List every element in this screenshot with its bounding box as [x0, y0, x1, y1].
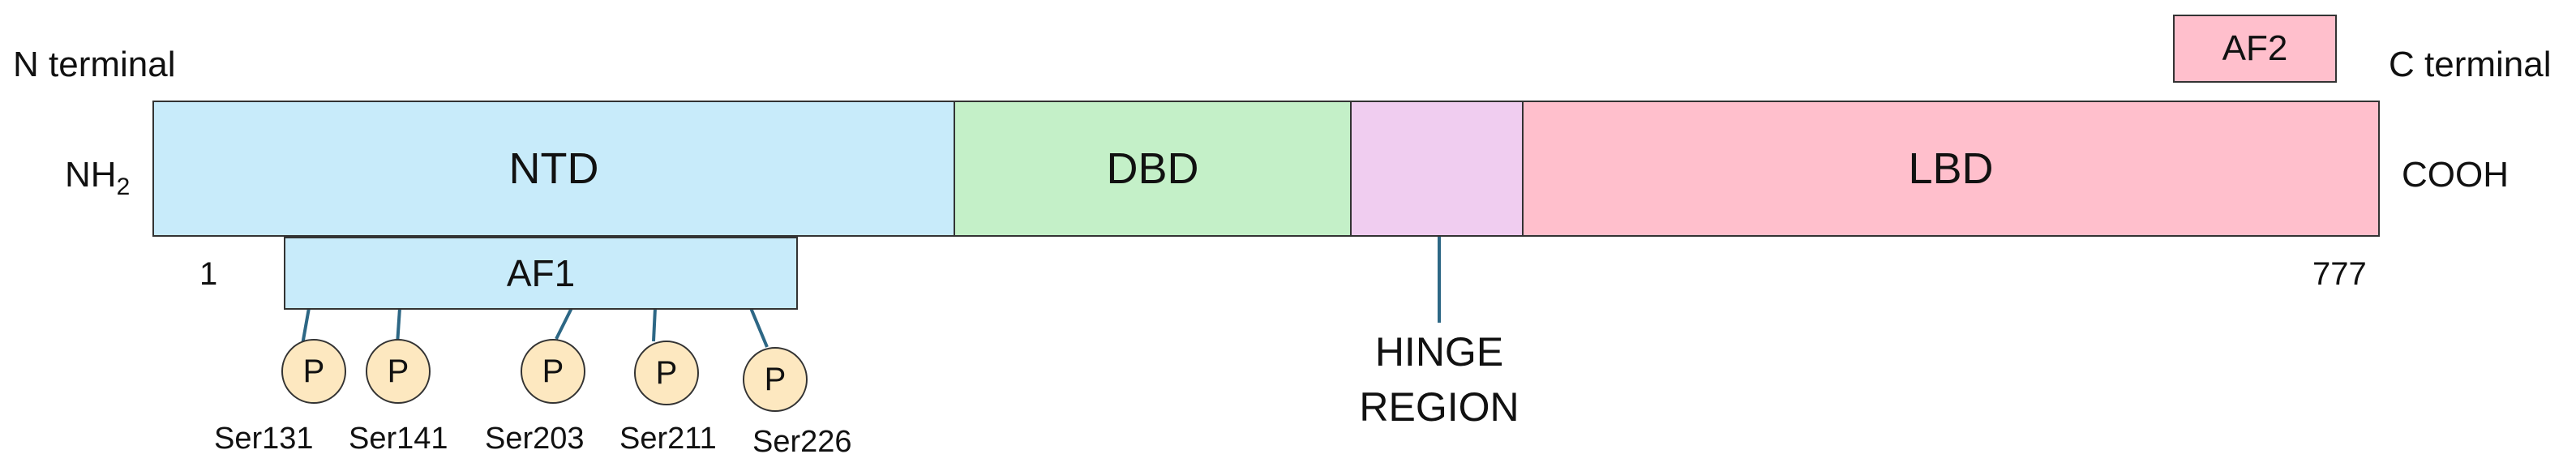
hinge-region-label: HINGE REGION	[1330, 324, 1549, 435]
phospho-symbol: P	[387, 353, 409, 389]
phospho-connector	[652, 307, 657, 342]
nh-subscript: 2	[116, 173, 131, 200]
phospho-symbol: P	[764, 361, 787, 397]
serine-label: Ser211	[619, 422, 717, 456]
hinge-label-line1: HINGE	[1374, 329, 1504, 375]
dbd-label: DBD	[1106, 144, 1199, 193]
phospho-symbol: P	[655, 354, 678, 391]
phospho-circle: P	[366, 339, 431, 404]
ntd-domain: NTD	[152, 101, 955, 237]
phospho-symbol: P	[302, 353, 325, 389]
lbd-domain: LBD	[1522, 101, 2380, 237]
phospho-circle: P	[634, 341, 699, 405]
phospho-symbol: P	[542, 353, 564, 389]
serine-label: Ser131	[214, 422, 314, 456]
cooh-label: COOH	[2402, 155, 2509, 195]
n-terminal-label: N terminal	[13, 45, 176, 84]
lbd-label: LBD	[1908, 144, 1994, 193]
end-residue-label: 777	[2312, 256, 2367, 292]
hinge-domain	[1350, 101, 1524, 237]
start-residue-label: 1	[199, 256, 218, 292]
phospho-connector	[749, 307, 769, 348]
phospho-circle: P	[281, 339, 346, 404]
ntd-label: NTD	[508, 144, 599, 193]
nh-text: NH	[65, 155, 117, 195]
serine-label: Ser141	[349, 422, 448, 456]
hinge-label-line2: REGION	[1359, 384, 1519, 430]
af2-label: AF2	[2222, 28, 2288, 68]
af1-box: AF1	[284, 237, 798, 310]
phospho-connector	[396, 307, 401, 345]
serine-label: Ser203	[485, 422, 585, 456]
phospho-circle: P	[743, 347, 808, 412]
nh2-label: NH2	[65, 157, 130, 199]
af1-label: AF1	[506, 252, 576, 294]
dbd-domain: DBD	[954, 101, 1352, 237]
c-terminal-label: C terminal	[2389, 45, 2552, 84]
serine-label: Ser226	[752, 425, 852, 459]
phospho-connector	[555, 307, 573, 340]
af2-box: AF2	[2173, 15, 2337, 83]
phospho-circle: P	[521, 339, 585, 404]
phospho-connector	[301, 307, 311, 345]
